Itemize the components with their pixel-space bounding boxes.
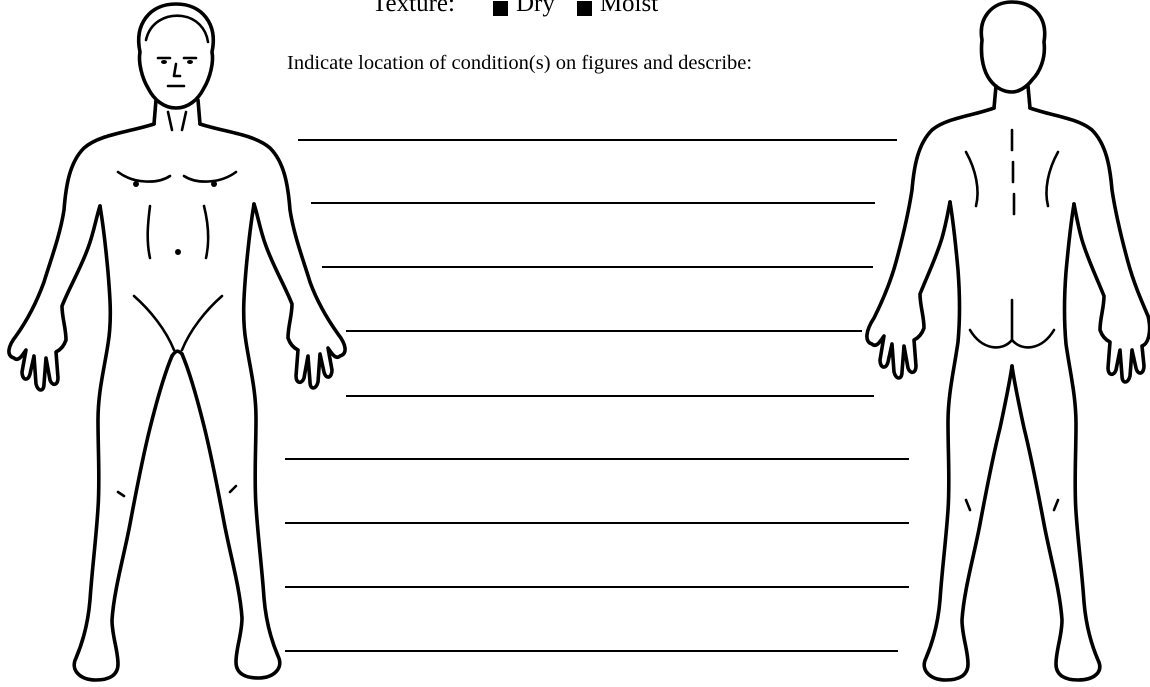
back-body-figure[interactable] [862, 0, 1150, 687]
front-body-outline-icon [0, 0, 350, 687]
description-line-6[interactable] [285, 458, 909, 460]
description-line-9[interactable] [285, 650, 898, 652]
back-body-outline-icon [862, 0, 1150, 687]
description-line-8[interactable] [285, 586, 909, 588]
description-line-7[interactable] [285, 522, 909, 524]
texture-label: Texture: [372, 0, 455, 18]
description-line-3[interactable] [322, 266, 873, 268]
moist-checkbox[interactable] [577, 1, 592, 16]
dry-checkbox[interactable] [493, 1, 508, 16]
moist-label: Moist [600, 0, 658, 18]
description-line-5[interactable] [346, 395, 874, 397]
texture-option-dry[interactable]: Dry [493, 0, 555, 18]
description-line-1[interactable] [298, 139, 897, 141]
texture-option-moist[interactable]: Moist [577, 0, 658, 18]
figure-instruction: Indicate location of condition(s) on fig… [287, 52, 752, 75]
description-line-2[interactable] [311, 202, 875, 204]
dry-label: Dry [516, 0, 555, 18]
front-body-figure[interactable] [0, 0, 350, 687]
description-line-4[interactable] [346, 330, 862, 332]
texture-row: Texture: Dry Moist [372, 0, 680, 22]
